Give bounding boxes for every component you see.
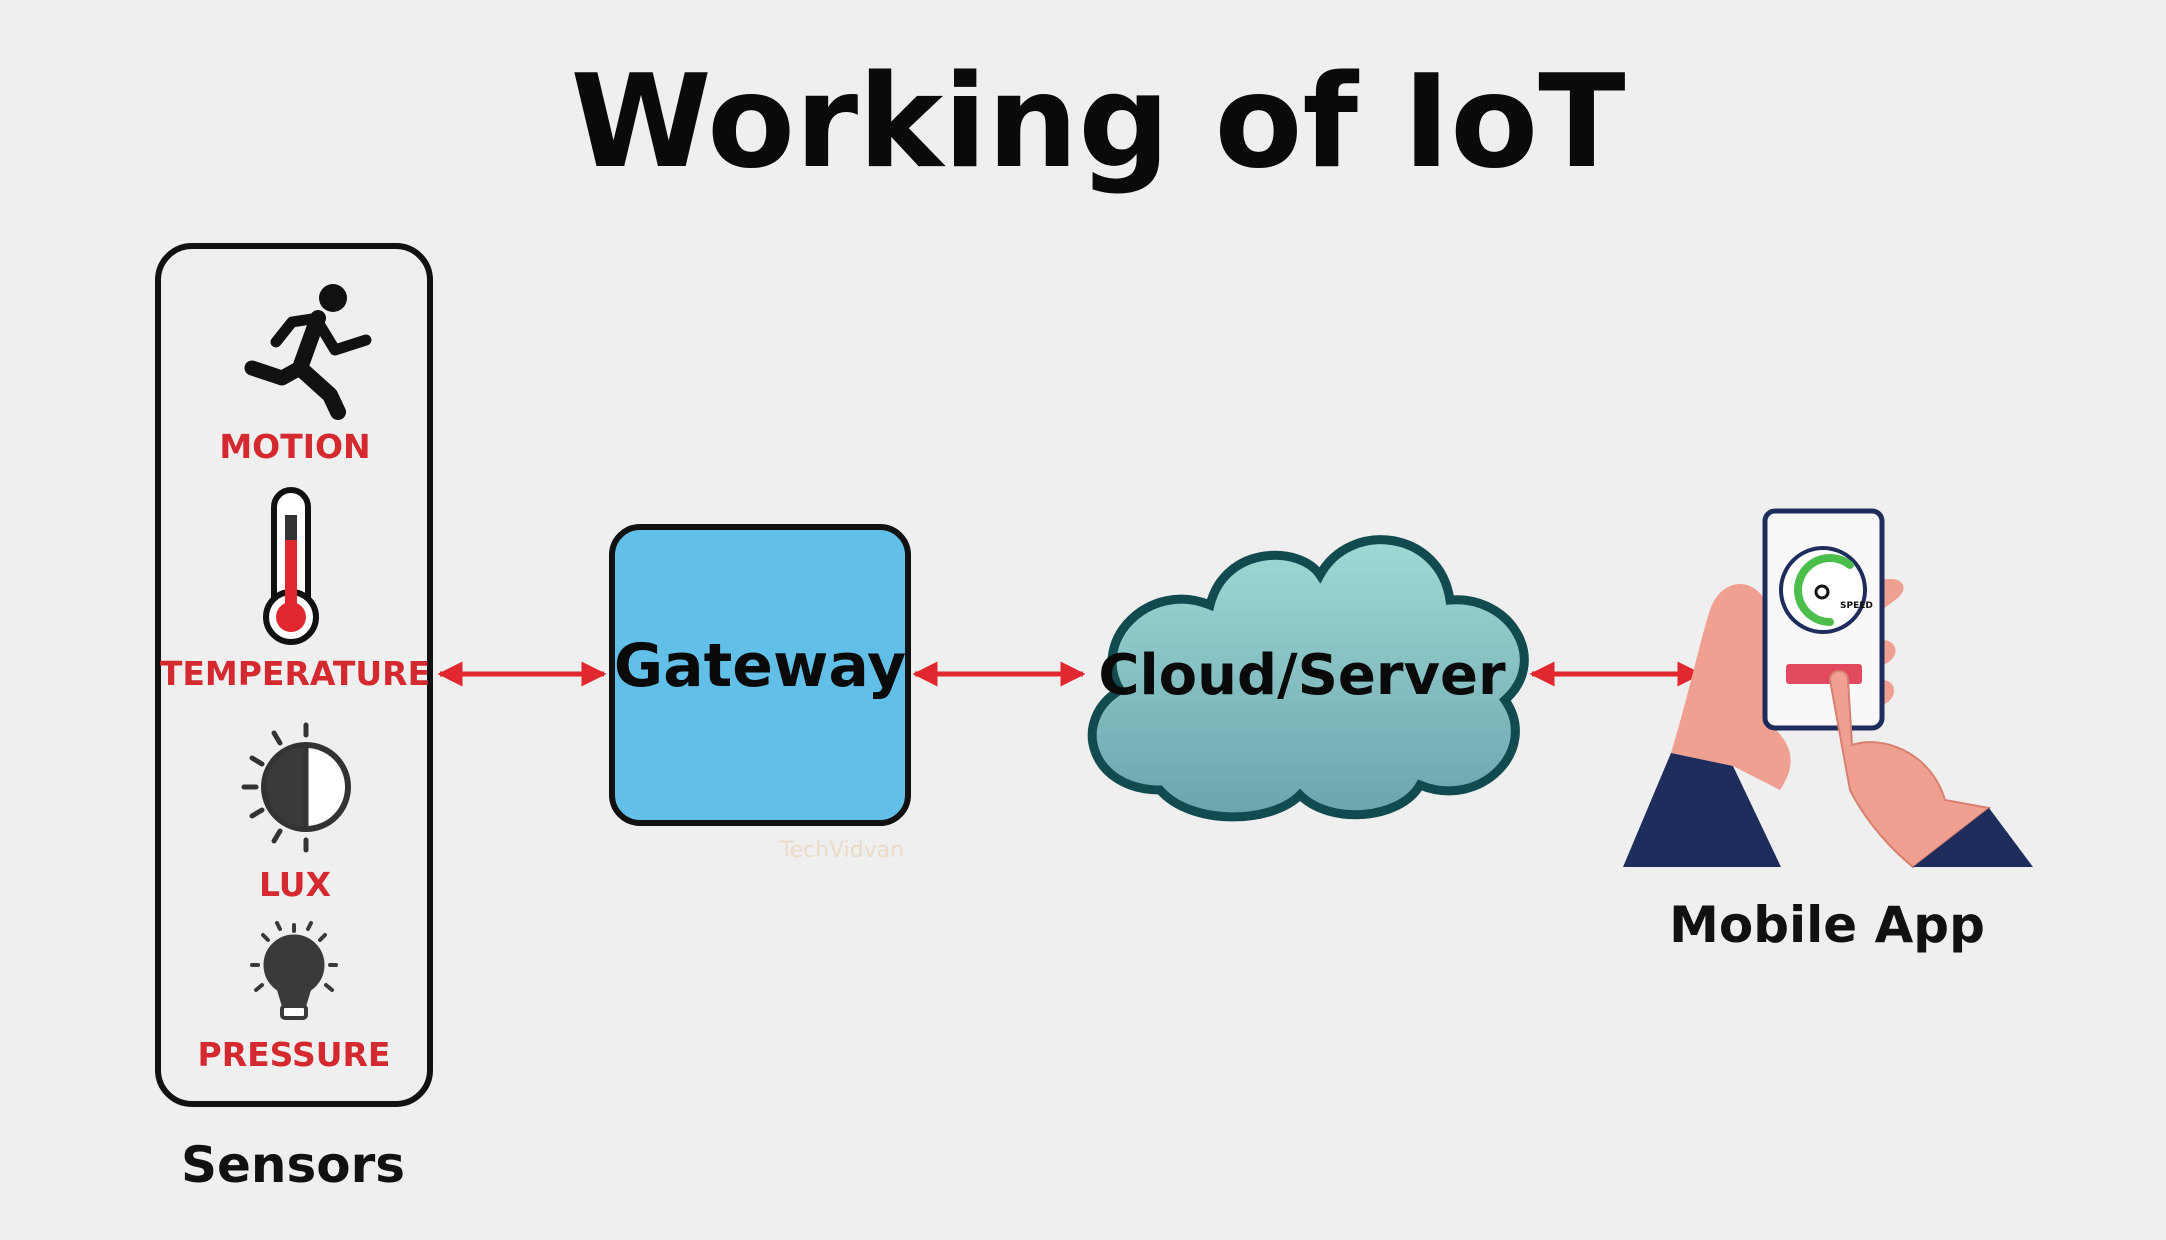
half-sun-icon (241, 722, 351, 853)
mobile-app-caption: Mobile App (1669, 896, 1985, 954)
cloud-server-label: Cloud/Server (1098, 643, 1506, 708)
sensors-panel: MOTION TEMPERATURE LUX (155, 243, 433, 1107)
watermark: TechVidvan (779, 838, 904, 863)
gauge-text: SPEED (1840, 601, 1873, 611)
running-person-icon (244, 284, 372, 420)
thermometer-icon (263, 487, 319, 645)
lightbulb-icon (250, 921, 338, 1020)
phone-button (1786, 664, 1862, 684)
sensor-label-motion: MOTION (219, 427, 370, 466)
sensor-label-pressure: PRESSURE (198, 1035, 391, 1074)
mobile-app-illustration: SPEED (1623, 508, 2033, 869)
gateway-node: Gateway (609, 524, 911, 826)
sensor-label-lux: LUX (259, 865, 331, 904)
gateway-label: Gateway (614, 631, 906, 701)
sensor-label-temperature: TEMPERATURE (160, 654, 430, 693)
cloud-server-node: Cloud/Server (1087, 535, 1529, 822)
sensors-caption: Sensors (181, 1136, 405, 1194)
page-title: Working of IoT (570, 48, 1625, 197)
